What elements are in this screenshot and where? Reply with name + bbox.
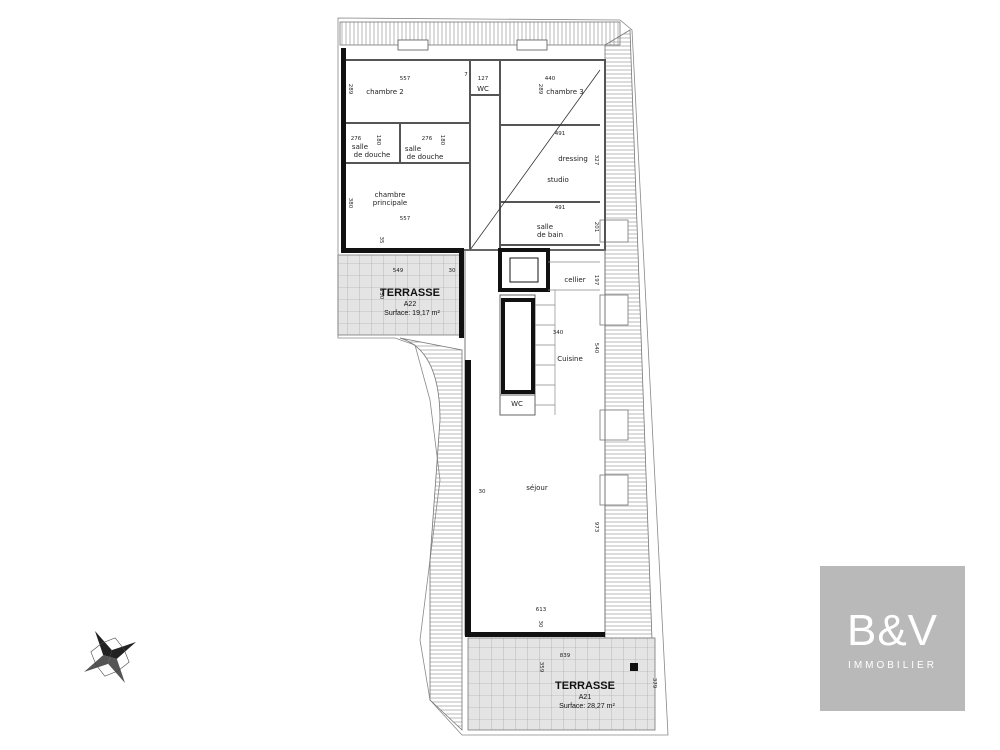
dimension-label: 289	[537, 84, 543, 95]
terrace-surface: Surface: 19,17 m²	[384, 310, 440, 317]
terrace-title: TERRASSE	[555, 680, 615, 692]
dimension-label: 30	[449, 268, 456, 274]
dimension-label: 7	[464, 72, 468, 78]
dimension-label: 557	[400, 76, 411, 82]
room-label-salle-douche-1: salle	[352, 143, 368, 151]
dimension-label: 35	[378, 237, 384, 244]
room-label-chambre-2: chambre 2	[366, 88, 404, 96]
right-balcony	[604, 29, 653, 641]
dimension-label: 327	[593, 155, 599, 166]
dimension-label: 440	[545, 76, 556, 82]
dimension-label: 557	[400, 216, 411, 222]
dimension-label: 549	[393, 268, 404, 274]
room-label-sejour: séjour	[526, 484, 548, 492]
dimension-label: 340	[553, 330, 564, 336]
room-label-chambre-principale: chambre	[375, 191, 406, 199]
terrace-a22	[337, 254, 463, 336]
dimension-label: 613	[536, 607, 547, 613]
room-label-chambre-principale: principale	[373, 199, 407, 207]
dimension-label: 380	[347, 198, 353, 209]
dimension-label: 127	[478, 76, 489, 82]
logo-brand: B&V	[846, 606, 939, 655]
room-label-cuisine: Cuisine	[557, 355, 583, 363]
dimension-label: 180	[375, 135, 381, 146]
dimension-label: 276	[351, 136, 362, 142]
dimension-label: 201	[593, 222, 599, 233]
dimension-label: 30	[537, 621, 543, 628]
room-label-salle-douche-2: salle	[405, 145, 421, 153]
dimension-label: 839	[560, 653, 571, 659]
terrace-code: A22	[404, 301, 417, 308]
room-label-studio: studio	[547, 176, 569, 184]
room-label-salle-douche-2: de douche	[407, 153, 444, 161]
dimension-label: 197	[593, 275, 599, 286]
dimension-label: 973	[593, 522, 599, 533]
room-label-chambre-3: chambre 3	[546, 88, 584, 96]
room-label-wc: WC	[511, 400, 523, 408]
dimension-label: 289	[347, 84, 353, 95]
elevator	[498, 248, 550, 292]
site-outline	[337, 17, 669, 736]
room-label-salle-de-bain: de bain	[537, 231, 563, 239]
terrace-surface: Surface: 28,27 m²	[559, 703, 615, 710]
top-balcony	[339, 21, 621, 46]
terrace-a21	[467, 637, 656, 731]
dimension-label: 491	[555, 131, 566, 137]
room-label-salle-douche-1: de douche	[354, 151, 391, 159]
agency-logo: B&V IMMOBILIER	[820, 566, 965, 711]
terrace-title: TERRASSE	[380, 287, 440, 299]
room-label-wc: WC	[477, 85, 489, 93]
dimension-label: 359	[538, 662, 544, 673]
dimension-label: 276	[422, 136, 433, 142]
dimension-label: 30	[479, 489, 486, 495]
curved-stair	[399, 337, 463, 731]
dimension-labels: 557 7 127 440 289 289 491 276 276 180 18…	[347, 72, 657, 689]
terrace-code: A21	[579, 694, 592, 701]
dimension-label: 491	[555, 205, 566, 211]
room-label-cellier: cellier	[564, 276, 585, 284]
room-label-dressing: dressing	[558, 155, 588, 163]
dimension-label: 540	[593, 343, 599, 354]
dimension-label: 180	[439, 135, 445, 146]
room-label-salle-de-bain: salle	[537, 223, 553, 231]
compass-rose-icon	[84, 631, 136, 683]
logo-subtitle: IMMOBILIER	[848, 660, 937, 671]
dimension-label: 750	[378, 289, 384, 300]
dimension-label: 379	[651, 678, 657, 689]
stairwell	[501, 298, 535, 394]
